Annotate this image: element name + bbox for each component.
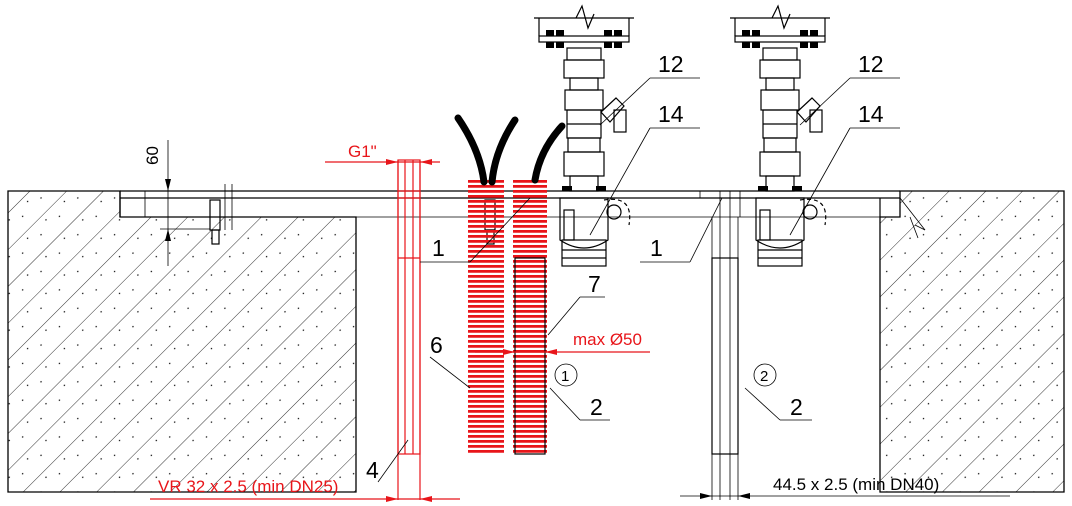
dimension-max-dia: max Ø50 [475,330,650,355]
anchor-bolt-left [209,184,233,245]
concrete-right [879,190,1065,493]
g1-label: G1" [348,142,377,161]
label-1-right: 1 [650,235,663,261]
label-14-right: 14 [858,101,884,127]
concrete-left [7,190,357,493]
valve-assembly-right [730,4,830,267]
label-2-right: 2 [790,394,803,420]
dimension-60-label: 60 [143,146,162,165]
valve-assembly-left [534,4,634,267]
label-1-left: 1 [432,235,445,261]
label-7: 7 [588,271,601,297]
circle-marker-1 [554,363,578,387]
sensor-pipe-2: 44.5 x 2.5 (min DN40) [680,191,1010,500]
red-pipe-vr32: G1" VR 32 x 2.5 (min DN25) [150,142,460,502]
vr32-label: VR 32 x 2.5 (min DN25) [158,477,338,496]
label-2-left: 2 [590,394,603,420]
dimension-60: 60 [143,140,210,266]
pipe-44-label: 44.5 x 2.5 (min DN40) [773,475,939,494]
label-14-left: 14 [658,101,684,127]
corrugated-conduit-7 [513,180,547,455]
circle-label-2: 2 [760,368,768,385]
corrugated-conduit-6 [468,180,504,453]
circle-marker-2 [753,363,777,387]
label-4: 4 [366,457,379,483]
label-6: 6 [430,332,443,358]
max-dia-label: max Ø50 [573,330,642,349]
circle-label-1: 1 [561,368,569,385]
label-12-right: 12 [858,51,884,77]
label-12-left: 12 [658,51,684,77]
leader-lines [377,77,900,483]
cables [454,114,566,186]
